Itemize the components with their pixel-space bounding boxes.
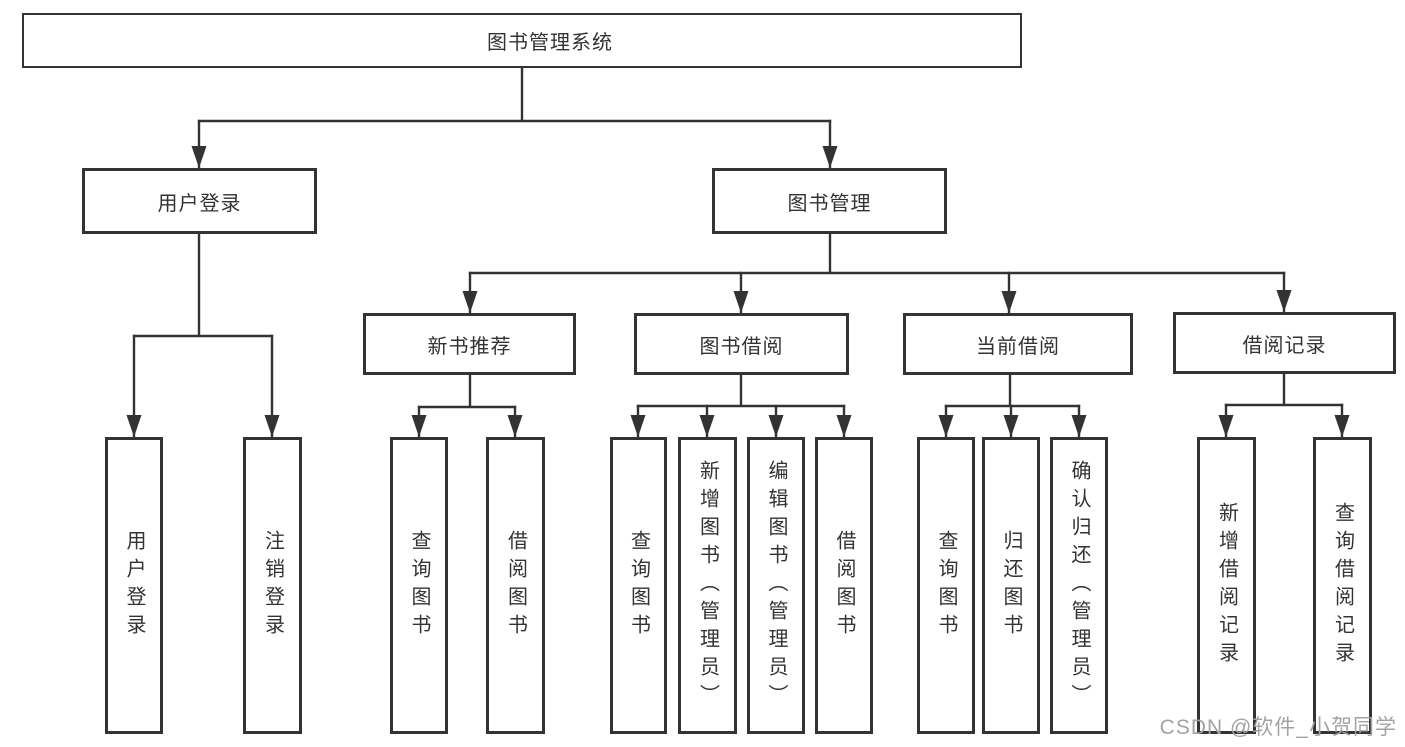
node-book-management: 图书管理 bbox=[712, 168, 947, 234]
node-library-management-system: 图书管理系统 bbox=[22, 13, 1022, 68]
leaf-cb-confirm-return-admin: 确认归还（管理员） bbox=[1050, 437, 1108, 734]
leaf-bb-edit-book-admin: 编辑图书（管理员） bbox=[747, 437, 805, 734]
node-label: 借阅图书 bbox=[504, 529, 527, 642]
node-label: 图书管理 bbox=[787, 192, 872, 215]
node-label: 用户登录 bbox=[157, 192, 242, 215]
node-label: 注销登录 bbox=[261, 529, 284, 642]
node-label: 借阅图书 bbox=[833, 529, 855, 642]
node-label: 新增借阅记录 bbox=[1215, 501, 1238, 670]
leaf-nb-borrow-book: 借阅图书 bbox=[486, 437, 545, 734]
node-label: 编辑图书（管理员） bbox=[765, 459, 787, 712]
node-label: 当前借阅 bbox=[976, 335, 1060, 358]
node-new-book-recommend: 新书推荐 bbox=[363, 313, 576, 375]
leaf-cb-query-book: 查询图书 bbox=[917, 437, 975, 734]
node-label: 查询借阅记录 bbox=[1331, 501, 1354, 670]
node-label: 图书借阅 bbox=[699, 335, 784, 358]
leaf-bb-add-book-admin: 新增图书（管理员） bbox=[678, 437, 737, 734]
csdn-watermark: CSDN @软件_小贺同学 bbox=[1159, 716, 1397, 739]
node-label: 查询图书 bbox=[935, 529, 957, 642]
leaf-cb-return-book: 归还图书 bbox=[982, 437, 1040, 734]
node-label: 查询图书 bbox=[627, 529, 650, 642]
node-user-login: 用户登录 bbox=[82, 168, 317, 234]
leaf-br-add-record: 新增借阅记录 bbox=[1197, 437, 1256, 734]
leaf-br-query-record: 查询借阅记录 bbox=[1313, 437, 1372, 734]
node-borrow-records: 借阅记录 bbox=[1173, 312, 1396, 374]
node-label: 新书推荐 bbox=[427, 335, 512, 358]
leaf-bb-borrow-book: 借阅图书 bbox=[815, 437, 873, 734]
leaf-nb-query-book: 查询图书 bbox=[390, 437, 448, 734]
node-label: 归还图书 bbox=[1000, 529, 1022, 642]
node-label: 图书管理系统 bbox=[487, 32, 613, 54]
node-label: 用户登录 bbox=[123, 529, 145, 642]
node-label: 新增图书（管理员） bbox=[696, 459, 719, 712]
node-label: 借阅记录 bbox=[1242, 334, 1327, 357]
leaf-bb-query-book: 查询图书 bbox=[610, 437, 667, 734]
node-current-borrow: 当前借阅 bbox=[903, 313, 1133, 375]
node-label: 确认归还（管理员） bbox=[1068, 459, 1090, 712]
leaf-logout: 注销登录 bbox=[243, 437, 302, 734]
node-book-borrow: 图书借阅 bbox=[634, 313, 849, 375]
leaf-user-login: 用户登录 bbox=[105, 437, 163, 734]
node-label: 查询图书 bbox=[408, 529, 430, 642]
